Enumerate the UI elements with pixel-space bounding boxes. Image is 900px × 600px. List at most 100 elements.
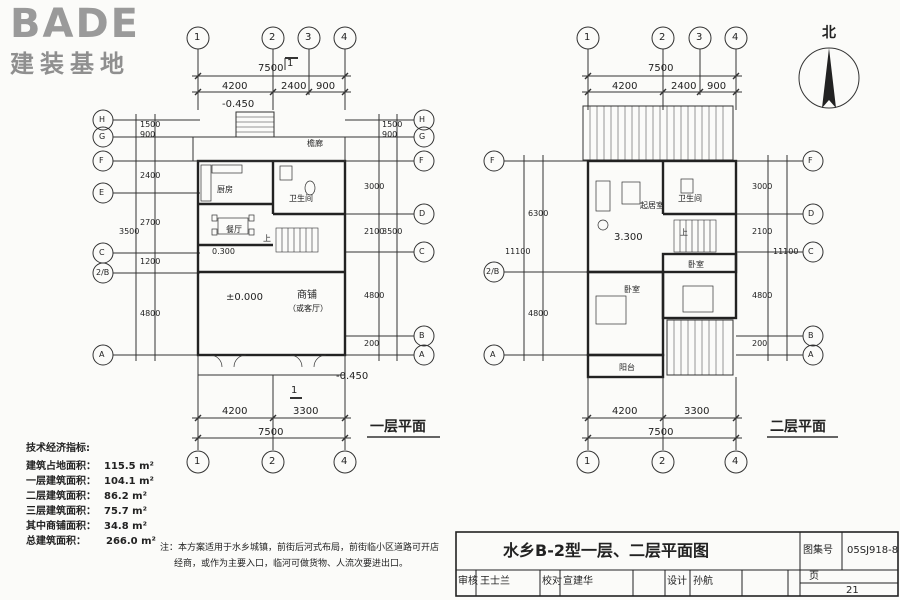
checker-name: 宣建华	[563, 576, 593, 587]
p1-dim-r-5: 3500	[382, 227, 403, 236]
brand-logo: BADE	[10, 1, 140, 47]
p2-dim-r-2: 2100	[752, 227, 773, 236]
stats-row: 总建筑面积： 266.0 m²	[26, 537, 156, 547]
stat-unit: m²	[139, 476, 154, 487]
stats-heading: 技术经济指标:	[26, 443, 90, 454]
p1-row-E: E	[99, 188, 105, 197]
p2-room-bed2: 卧室	[688, 260, 704, 269]
p2-row-A: A	[490, 350, 496, 359]
p1-level-street: -0.450	[336, 371, 369, 382]
p1-dim-l-5: 2700	[140, 218, 161, 227]
p2-dim-top-total: 7500	[648, 63, 674, 74]
p1-dim-r-4: 2100	[364, 227, 385, 236]
p1-room-bath: 卫生间	[289, 194, 313, 203]
north-label: 北	[822, 25, 836, 41]
p1-dim-l-7: 4800	[140, 309, 161, 318]
stats-row: 一层建筑面积：104.1 m²	[26, 477, 154, 487]
p1-dim-l-6: 1200	[140, 257, 161, 266]
p1-row-F: F	[99, 156, 104, 165]
title-block-title: 水乡B-2型一层、二层平面图	[503, 541, 709, 560]
p1-room-shop: 商铺	[297, 290, 317, 301]
p1-level-entry: -0.450	[222, 99, 255, 110]
p2-level: 3.300	[614, 232, 643, 243]
stat-value: 75.7	[104, 506, 129, 517]
p1-axis-3: 3	[305, 32, 312, 43]
p1-room-shop-alt: （或客厅）	[288, 304, 328, 313]
atlas-number: 05SJ918-8	[847, 545, 899, 556]
p1-room-kitchen: 厨房	[217, 185, 233, 194]
p2-dim-r-4: 4800	[752, 291, 773, 300]
p2-room-living: 起居室	[640, 201, 664, 210]
p1-axis-2: 2	[269, 32, 276, 43]
stat-value: 104.1	[104, 476, 136, 487]
p1-row-D-r: D	[419, 209, 426, 218]
stat-label: 建筑占地面积：	[26, 461, 96, 472]
p2-dim-r-6: 200	[752, 339, 768, 348]
p2-row-A-r: A	[808, 350, 814, 359]
p1-dim-l-3: 2400	[140, 171, 161, 180]
p1-row-B-r: B	[419, 331, 425, 340]
p1-row-G: G	[99, 132, 106, 141]
page-number: 21	[846, 585, 859, 596]
p2-axis-bot-4: 4	[732, 456, 739, 467]
p2-room-balcony: 阳台	[619, 363, 635, 372]
p1-dim-bot-2: 3300	[293, 406, 319, 417]
p1-axis-4: 4	[341, 32, 348, 43]
p1-row-G-r: G	[419, 132, 426, 141]
p1-dim-r-2: 900	[382, 130, 398, 139]
stat-unit: m²	[132, 521, 147, 532]
stat-label: 三层建筑面积：	[26, 506, 96, 517]
p2-dim-bot-1: 4200	[612, 406, 638, 417]
p2-dim-top-2: 2400	[671, 81, 697, 92]
stats-row: 三层建筑面积： 75.7 m²	[26, 507, 147, 517]
stat-unit: m²	[141, 536, 156, 547]
p1-axis-bot-2: 2	[269, 456, 276, 467]
p1-row-F-r: F	[419, 156, 424, 165]
stats-row: 其中商铺面积： 34.8 m²	[26, 522, 147, 532]
p1-dim-r-3: 3000	[364, 182, 385, 191]
stat-label: 二层建筑面积：	[26, 491, 96, 502]
stat-value: 34.8	[104, 521, 129, 532]
p2-row-F-r: F	[808, 156, 813, 165]
p1-room-dining: 餐厅	[226, 225, 242, 234]
p1-dim-l-4: 3500	[119, 227, 140, 236]
stat-label: 其中商铺面积：	[26, 521, 96, 532]
p1-dim-top-2: 2400	[281, 81, 307, 92]
p2-axis-bot-2: 2	[659, 456, 666, 467]
stat-unit: m²	[139, 461, 154, 472]
stat-unit: m²	[132, 506, 147, 517]
p1-dim-l-2: 900	[140, 130, 156, 139]
review-label: 审核	[458, 576, 478, 587]
p2-dim-top-1: 4200	[612, 81, 638, 92]
p2-axis-2: 2	[659, 32, 666, 43]
stat-label: 总建筑面积：	[26, 536, 86, 547]
p1-row-H-r: H	[419, 115, 426, 124]
p1-row-H: H	[99, 115, 106, 124]
stat-value: 86.2	[104, 491, 129, 502]
p1-level-floor: ±0.000	[226, 292, 264, 303]
check-label: 校对	[542, 576, 562, 587]
p2-dim-bot-total: 7500	[648, 427, 674, 438]
p2-axis-3: 3	[696, 32, 703, 43]
p2-dim-l-3: 4800	[528, 309, 549, 318]
p1-dim-r-8: 200	[364, 339, 380, 348]
stat-value: 266.0	[106, 536, 138, 547]
p1-stair-up: 上	[263, 234, 271, 243]
reviewer-name: 王士兰	[480, 576, 510, 587]
stats-row: 二层建筑面积：86.2 m²	[26, 492, 147, 502]
note-line-2: 经商，或作为主要入口，临河可做货物、人流次要进出口。	[174, 559, 409, 569]
brand-subtitle: 建装基地	[10, 50, 130, 78]
atlas-label: 图集号	[803, 545, 833, 556]
p2-dim-r-1: 3000	[752, 182, 773, 191]
p2-row-F: F	[490, 156, 495, 165]
p2-dim-top-3: 900	[707, 81, 727, 92]
p1-axis-1: 1	[194, 32, 201, 43]
plan1-axis-bubbles-top	[186, 26, 357, 110]
p1-section-mark-top: 1	[287, 58, 294, 69]
p2-dim-r-3: 11100	[773, 247, 799, 256]
plan1-title: 一层平面	[370, 419, 426, 435]
p1-row-C-r: C	[419, 247, 425, 256]
p1-row-A-r: A	[419, 350, 425, 359]
